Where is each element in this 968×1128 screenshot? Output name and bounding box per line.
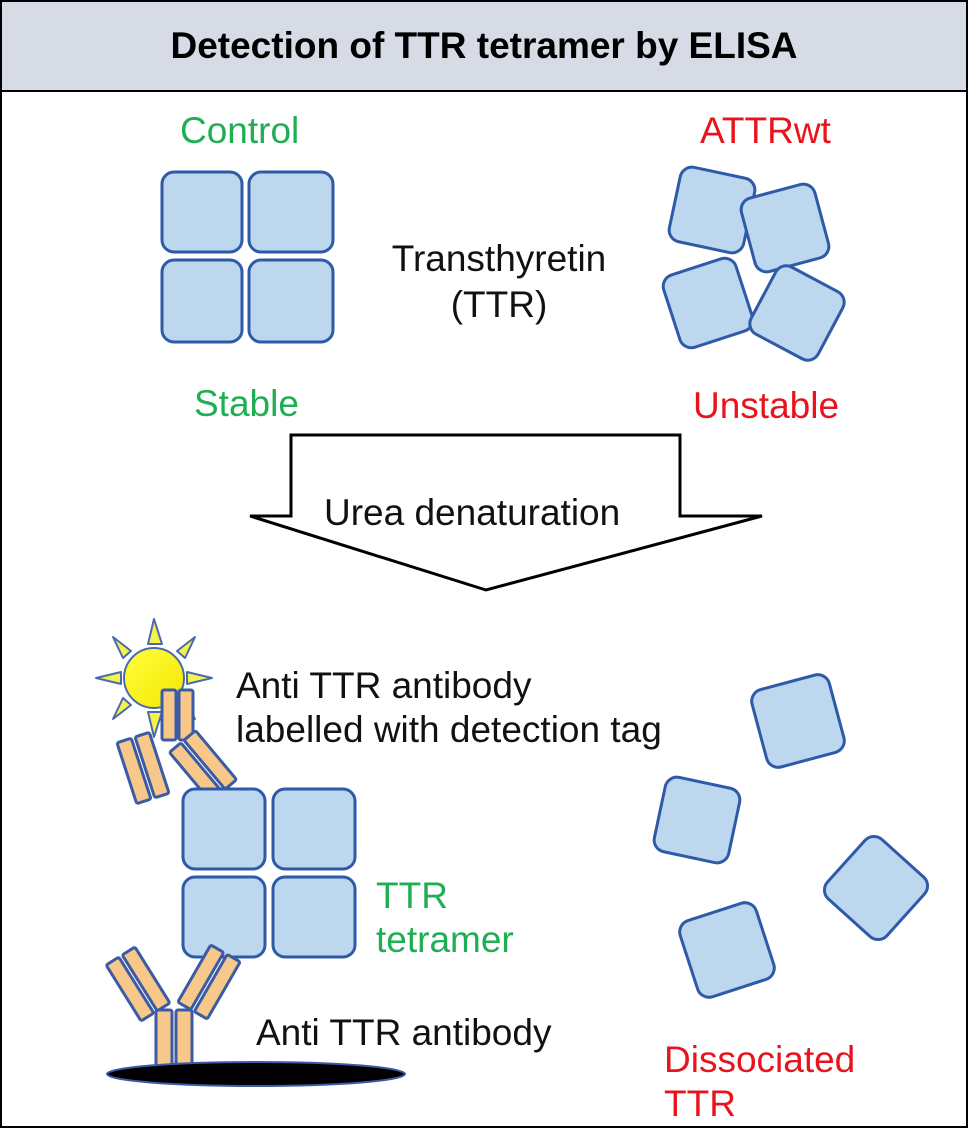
monomer-subunit	[678, 901, 776, 999]
plate-well-icon	[106, 1061, 406, 1087]
attrwt-subunit	[748, 264, 846, 362]
attrwt-label: ATTRwt	[700, 110, 831, 151]
tetramer-label-line2: tetramer	[376, 919, 514, 961]
control-label: Control	[180, 110, 300, 151]
tetramer-label-line1: TTR	[376, 875, 448, 916]
control-subunit	[160, 170, 244, 254]
header-bar: Detection of TTR tetramer by ELISA	[2, 2, 966, 92]
dissociated-label: Dissociated TTR	[664, 1038, 855, 1125]
urea-denaturation-label: Urea denaturation	[324, 492, 621, 533]
attrwt-subunit	[661, 256, 755, 350]
bound-tetramer	[181, 787, 357, 959]
dissociated-label-line2: TTR	[664, 1082, 736, 1124]
attrwt-tetramer	[661, 165, 846, 362]
tetramer-subunit	[271, 787, 357, 871]
monomer-subunit	[822, 834, 930, 942]
detection-antibody-line2: labelled with detection tag	[236, 709, 662, 751]
dissociated-label-line1: Dissociated	[664, 1039, 856, 1080]
stable-label: Stable	[194, 383, 299, 424]
control-subunit	[247, 258, 335, 344]
transthyretin-line: Transthyretin	[391, 238, 607, 279]
detection-antibody-label: Anti TTR antibody labelled with detectio…	[236, 664, 662, 753]
diagram-title: Detection of TTR tetramer by ELISA	[170, 25, 798, 66]
down-arrow-icon	[249, 433, 763, 592]
unstable-label: Unstable	[693, 385, 840, 426]
monomer-subunit	[750, 673, 846, 769]
control-tetramer	[160, 170, 335, 344]
tetramer-subunit	[181, 787, 267, 871]
capture-antibody-label: Anti TTR antibody	[256, 1012, 552, 1053]
tetramer-subunit	[271, 875, 357, 959]
ttr-abbrev-line: (TTR)	[450, 284, 548, 326]
attrwt-subunit	[739, 182, 831, 274]
detection-antibody-line1: Anti TTR antibody	[236, 665, 532, 706]
monomer-subunit	[652, 775, 742, 865]
detection-antibody-icon	[115, 688, 238, 805]
capture-antibody-icon	[105, 944, 241, 1074]
control-subunit	[160, 258, 244, 344]
transthyretin-label: Transthyretin (TTR)	[344, 236, 654, 329]
dissociated-monomers	[652, 673, 930, 999]
control-subunit	[247, 170, 335, 254]
tetramer-subunit	[181, 875, 267, 959]
detection-tag-icon	[95, 618, 213, 738]
tetramer-label: TTR tetramer	[376, 874, 514, 963]
